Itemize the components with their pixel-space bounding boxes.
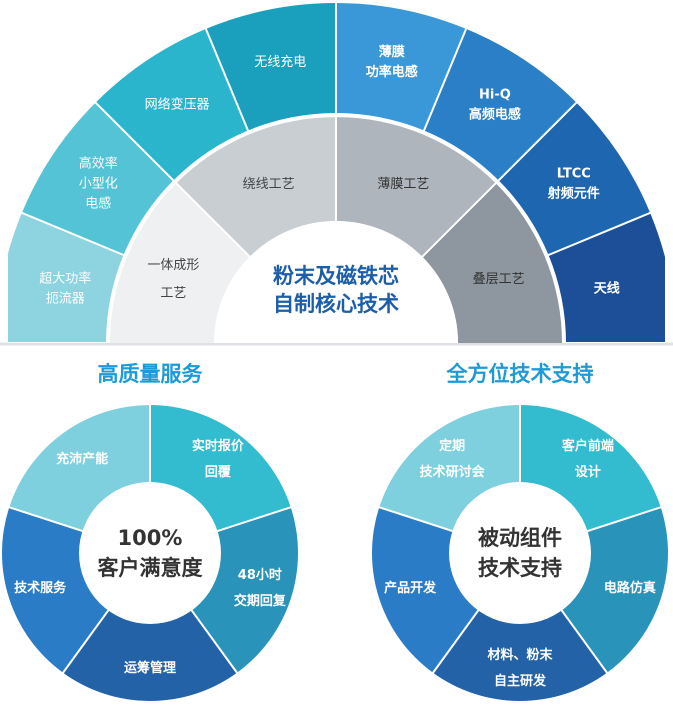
inner-ring-label: 叠层工艺 — [473, 272, 525, 287]
outer-separator — [546, 210, 656, 257]
outer-ring-label: 网络变压器 — [145, 97, 210, 113]
support-pie-segment-label: 技术研讨会 — [420, 464, 486, 480]
service-pie-segment-label: 回覆 — [205, 465, 232, 480]
support-pie-center — [449, 482, 591, 624]
inner-ring-label: 一体成形 — [147, 258, 199, 273]
right-section-title: 全方位技术支持 — [446, 362, 594, 386]
inner-ring-label: 薄膜工艺 — [377, 177, 429, 192]
service-pie-center-text: 客户满意度 — [98, 556, 203, 580]
service-pie-segment-label: 48小时 — [238, 567, 282, 583]
outer-ring-label: 电感 — [85, 196, 111, 212]
outer-ring-label: 无线充电 — [254, 54, 306, 70]
fan-center-text: 自制核心技术 — [273, 292, 399, 316]
outer-ring-segment — [205, 3, 336, 133]
outer-ring-label: 功率电感 — [366, 64, 418, 80]
support-pie-segment-label: 自主研发 — [494, 673, 547, 689]
outer-ring-label: 扼流器 — [46, 292, 85, 307]
support-pie-segment-label: 产品开发 — [384, 580, 437, 596]
outer-ring-label: LTCC — [557, 167, 591, 182]
outer-ring-label: 薄膜 — [379, 44, 405, 60]
support-pie-segment — [433, 553, 607, 702]
service-pie-segment — [63, 553, 237, 702]
outer-separator — [422, 23, 469, 133]
service-pie-segment-label: 实时报价 — [192, 438, 245, 454]
outer-ring-label: 小型化 — [79, 177, 118, 192]
inner-separator — [174, 181, 251, 258]
service-pie-segment-label: 交期回复 — [234, 593, 287, 609]
support-pie-segment-label: 定期 — [438, 438, 465, 454]
service-pie-segment-label: 技术服务 — [14, 580, 67, 596]
outer-separator — [496, 98, 581, 183]
support-pie-segment-label: 电路仿真 — [604, 580, 656, 596]
outer-ring-segment — [95, 28, 249, 182]
inner-separator — [421, 181, 498, 258]
inner-ring-label: 工艺 — [160, 286, 186, 301]
outer-separator — [16, 210, 126, 257]
outer-ring-segment — [336, 3, 467, 133]
service-pie-segment-label: 充沛产能 — [56, 451, 108, 467]
service-pie-center — [79, 482, 221, 624]
outer-ring-label: 超大功率 — [39, 271, 91, 287]
outer-ring-label: 天线 — [594, 281, 620, 297]
outer-ring-segment — [8, 212, 126, 343]
outer-ring-segment — [497, 102, 651, 256]
outer-ring-label: Hi-Q — [479, 88, 511, 103]
fan-body — [8, 0, 665, 343]
fan-center — [214, 221, 458, 343]
fan-center-text: 粉末及磁铁芯 — [273, 264, 399, 288]
support-pie-center-text: 技术支持 — [478, 556, 562, 580]
outer-ring-label: 射频元件 — [547, 186, 600, 202]
outer-separator — [203, 23, 250, 133]
left-section-title: 高质量服务 — [98, 362, 204, 386]
outer-separator — [91, 98, 176, 183]
support-pie-segment-label: 设计 — [575, 464, 601, 480]
outer-ring-label: 高频电感 — [469, 107, 521, 123]
outer-ring-segment — [546, 212, 665, 343]
outer-ring-segment — [423, 28, 577, 182]
outer-ring-segment — [21, 102, 175, 256]
support-pie-segment-label: 材料、粉末 — [487, 647, 553, 663]
support-pie-center-text: 被动组件 — [478, 526, 562, 550]
support-pie-segment-label: 客户前端 — [562, 438, 614, 454]
outer-ring-label: 高效率 — [79, 156, 118, 172]
service-pie-segment-label: 运筹管理 — [124, 660, 176, 676]
inner-ring-label: 绕线工艺 — [243, 177, 295, 192]
service-pie-center-text: 100% — [118, 526, 183, 550]
